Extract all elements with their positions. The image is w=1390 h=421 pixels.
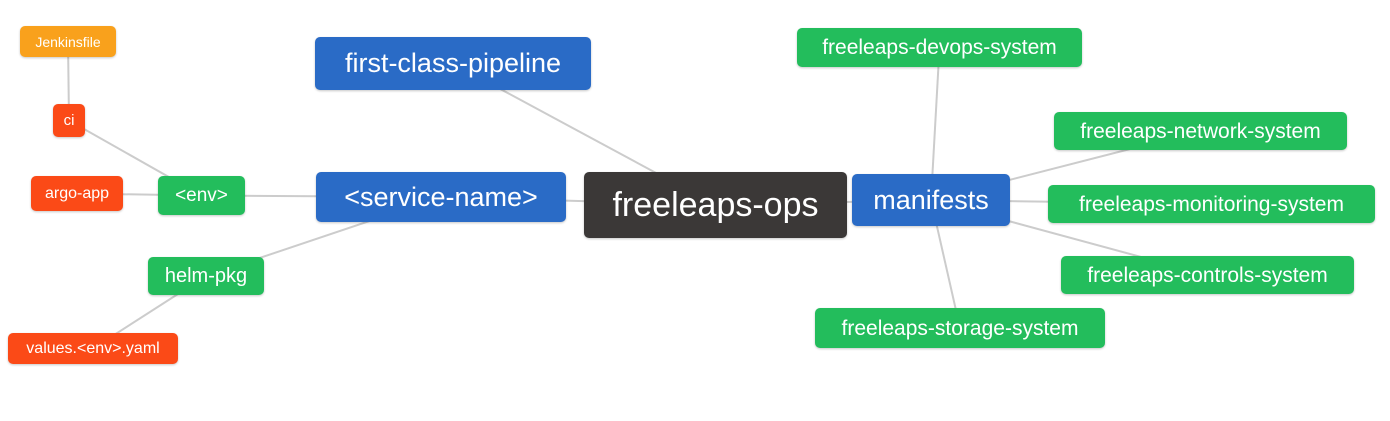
node-service-name[interactable]: <service-name>: [316, 172, 566, 222]
node-jenkinsfile[interactable]: Jenkinsfile: [20, 26, 116, 57]
node-helm-pkg[interactable]: helm-pkg: [148, 257, 264, 295]
node-devops-system[interactable]: freeleaps-devops-system: [797, 28, 1082, 67]
node-controls-system[interactable]: freeleaps-controls-system: [1061, 256, 1354, 294]
node-network-system[interactable]: freeleaps-network-system: [1054, 112, 1347, 150]
node-values-env-yaml[interactable]: values.<env>.yaml: [8, 333, 178, 364]
node-monitoring-system[interactable]: freeleaps-monitoring-system: [1048, 185, 1375, 223]
node-manifests[interactable]: manifests: [852, 174, 1010, 226]
node-freeleaps-ops[interactable]: freeleaps-ops: [584, 172, 847, 238]
node-storage-system[interactable]: freeleaps-storage-system: [815, 308, 1105, 348]
node-ci[interactable]: ci: [53, 104, 85, 137]
node-first-class-pipeline[interactable]: first-class-pipeline: [315, 37, 591, 90]
node-argo-app[interactable]: argo-app: [31, 176, 123, 211]
node-env[interactable]: <env>: [158, 176, 245, 215]
